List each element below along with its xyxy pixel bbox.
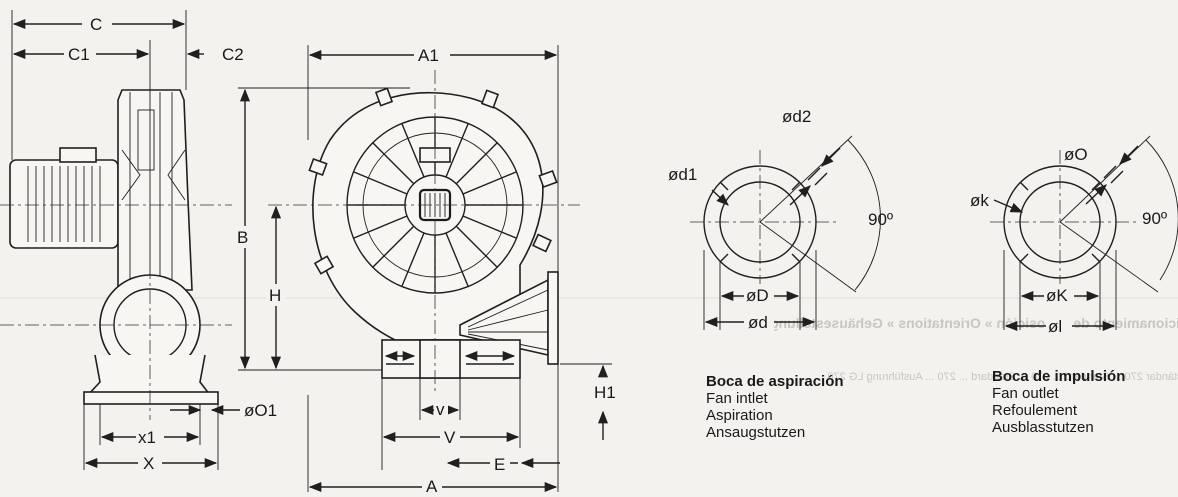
front-view: A1 B H H1 v V E A [234, 44, 616, 496]
bleed-through-heading: icionamiento de la posición » Orientatio… [770, 315, 1178, 331]
dim-k: øk [970, 191, 989, 210]
dim-B: B [237, 228, 248, 247]
dim-angle-outlet: 90º [1142, 209, 1167, 228]
dim-C: C [90, 15, 102, 34]
inlet-caption-en: Fan intlet [706, 390, 769, 407]
dim-d: ød [748, 313, 768, 332]
inlet-caption-fr: Aspiration [706, 407, 773, 424]
outlet-caption-en: Fan outlet [992, 385, 1060, 402]
outlet-caption-fr: Refoulement [992, 402, 1078, 419]
inlet-caption-title: Boca de aspiración [706, 373, 844, 390]
side-view: C C1 C2 x1 X øO1 [0, 10, 277, 473]
dim-d2: ød2 [782, 107, 811, 126]
inlet-caption: Boca de aspiración Fan intlet Aspiration… [706, 373, 844, 441]
outlet-caption: Boca de impulsión Fan outlet Refoulement… [992, 368, 1125, 436]
motor-body [9, 159, 119, 249]
dim-v: v [436, 400, 445, 419]
outlet-flange-detail: øk øO 90º øK øl [970, 135, 1178, 336]
inlet-caption-de: Ansaugstutzen [706, 424, 805, 441]
dim-V: V [444, 428, 456, 447]
dim-d1: ød1 [668, 165, 697, 184]
dim-l: øl [1048, 317, 1062, 336]
dim-H: H [269, 286, 281, 305]
dim-A: A [426, 477, 438, 492]
side-base [86, 354, 212, 396]
outlet-caption-title: Boca de impulsión [992, 368, 1125, 385]
outlet-caption-de: Ausblasstutzen [992, 419, 1094, 436]
dim-A1: A1 [418, 46, 439, 65]
dim-C2: C2 [222, 45, 244, 64]
dim-H1: H1 [594, 383, 616, 402]
bleed-through-subline: Estándar 270 ... Standard ... 270 ... St… [827, 371, 1178, 383]
dim-D: øD [746, 286, 769, 305]
inlet-flange-detail: ød1 ød2 90º øD ød [668, 107, 893, 332]
dim-X: X [143, 454, 154, 473]
dim-angle-inlet: 90º [868, 210, 893, 229]
dim-K: øK [1046, 286, 1068, 305]
dim-x1: x1 [138, 428, 156, 447]
dim-O1: øO1 [244, 401, 277, 420]
dim-C1: C1 [68, 45, 90, 64]
outlet-flange [547, 271, 559, 365]
dim-O: øO [1064, 145, 1088, 164]
housing-clamps [308, 87, 558, 275]
dim-E: E [494, 455, 505, 474]
terminal-box [59, 147, 97, 163]
